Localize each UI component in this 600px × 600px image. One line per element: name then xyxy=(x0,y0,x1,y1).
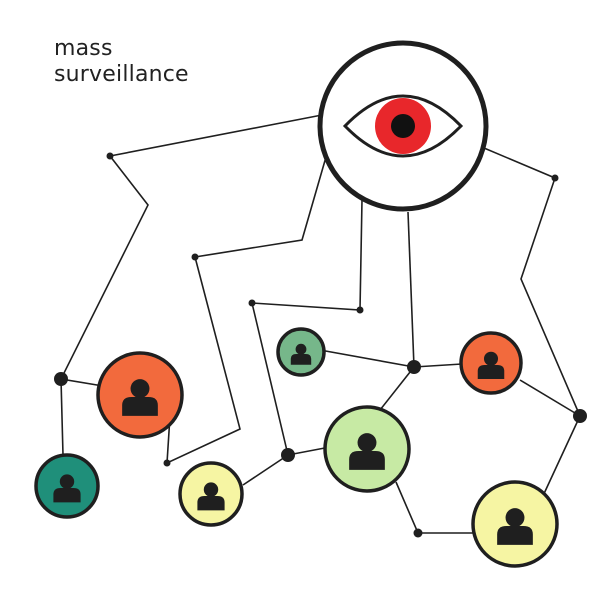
line-eye-hub xyxy=(407,211,415,368)
line-left-dot-to-orange xyxy=(60,378,104,387)
line-hub-to-green xyxy=(379,366,415,411)
line-left-chain xyxy=(60,114,323,456)
junction-dot xyxy=(407,360,421,374)
person-node-yellow-large xyxy=(471,480,559,568)
junction-dot xyxy=(163,459,171,467)
junction-dot xyxy=(191,253,199,261)
person-node-teal xyxy=(34,453,100,519)
eye-icon xyxy=(342,94,464,158)
connection-lines xyxy=(60,114,581,534)
junction-dot xyxy=(413,528,423,538)
line-hub-to-orange xyxy=(413,363,463,368)
line-green-to-yellow xyxy=(395,481,478,534)
person-node-light-green xyxy=(323,405,411,493)
title-line-2: surveillance xyxy=(54,62,189,87)
junction-dots xyxy=(54,152,587,538)
title-line-1: mass xyxy=(54,36,113,61)
line-mid-to-yellow xyxy=(242,454,289,486)
line-sage-to-hub xyxy=(319,349,415,368)
junction-dot xyxy=(551,174,559,182)
eye-node xyxy=(317,40,489,212)
person-node-orange-right xyxy=(459,331,523,395)
title: mass surveillance xyxy=(54,36,189,88)
junction-dot xyxy=(106,152,114,160)
line-orange-to-right xyxy=(519,379,581,417)
person-node-yellow-small xyxy=(178,461,244,527)
person-node-sage xyxy=(276,327,326,377)
junction-dot xyxy=(573,409,587,423)
junction-dot xyxy=(356,306,364,314)
junction-dot xyxy=(248,299,256,307)
junction-dot xyxy=(54,372,68,386)
line-right-chain xyxy=(483,147,581,499)
person-node-orange-left xyxy=(96,351,184,439)
junction-dot xyxy=(281,448,295,462)
line-inner-chain xyxy=(166,156,327,465)
